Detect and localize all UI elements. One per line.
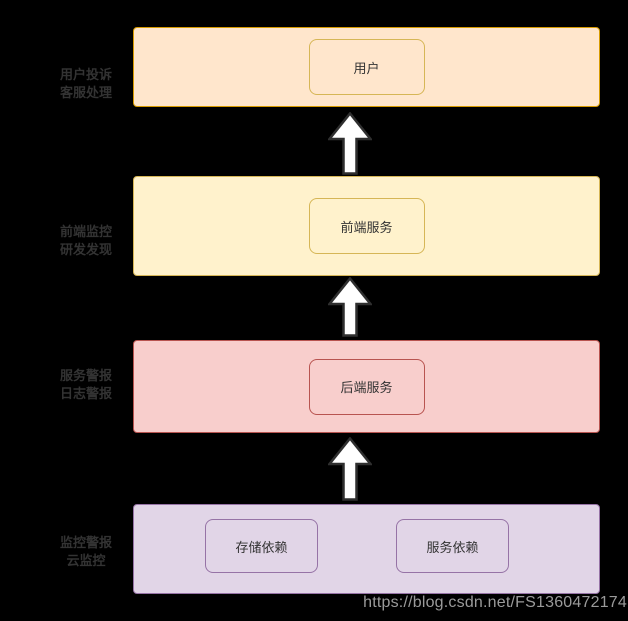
layer-monitoring-alert: 存储依赖 服务依赖: [133, 504, 600, 594]
up-arrow-icon: [328, 112, 372, 175]
side-label-line: 监控警报: [59, 535, 112, 550]
node-user: 用户: [308, 39, 425, 95]
node-backend-service: 后端服务: [308, 358, 425, 415]
up-arrow-shape: [328, 277, 372, 337]
side-label-line: 客服处理: [59, 85, 112, 100]
up-arrow-icon: [328, 437, 372, 501]
side-label-line: 日志警报: [59, 386, 112, 401]
layer-user-complaint: 用户: [133, 27, 600, 107]
node-frontend-service: 前端服务: [308, 198, 425, 254]
side-label-line: 用户投诉: [59, 67, 112, 82]
up-arrow-shape: [328, 112, 372, 175]
side-label-user-complaint: 用户投诉 客服处理: [26, 66, 146, 102]
node-storage-dependency-label: 存储依赖: [235, 539, 288, 555]
side-label-line: 研发发现: [59, 242, 112, 257]
node-service-dependency-label: 服务依赖: [426, 539, 479, 555]
csdn-watermark: https://blog.csdn.net/FS1360472174: [363, 594, 627, 611]
node-backend-service-label: 后端服务: [340, 380, 393, 395]
side-label-service-alert: 服务警报 日志警报: [26, 367, 146, 403]
layer-frontend-monitoring: 前端服务: [133, 176, 600, 276]
node-service-dependency: 服务依赖: [396, 519, 509, 573]
node-user-label: 用户: [353, 60, 380, 76]
node-frontend-service-label: 前端服务: [340, 219, 393, 235]
up-arrow-icon: [328, 277, 372, 337]
side-label-line: 前端监控: [59, 224, 112, 239]
side-label-line: 服务警报: [59, 368, 112, 383]
up-arrow-shape: [328, 437, 372, 501]
side-label-monitoring-alert: 监控警报 云监控: [26, 534, 146, 570]
layer-service-alert: 后端服务: [133, 340, 600, 433]
side-label-line: 云监控: [66, 553, 106, 568]
side-label-frontend-monitoring: 前端监控 研发发现: [26, 223, 146, 259]
node-storage-dependency: 存储依赖: [205, 519, 318, 573]
